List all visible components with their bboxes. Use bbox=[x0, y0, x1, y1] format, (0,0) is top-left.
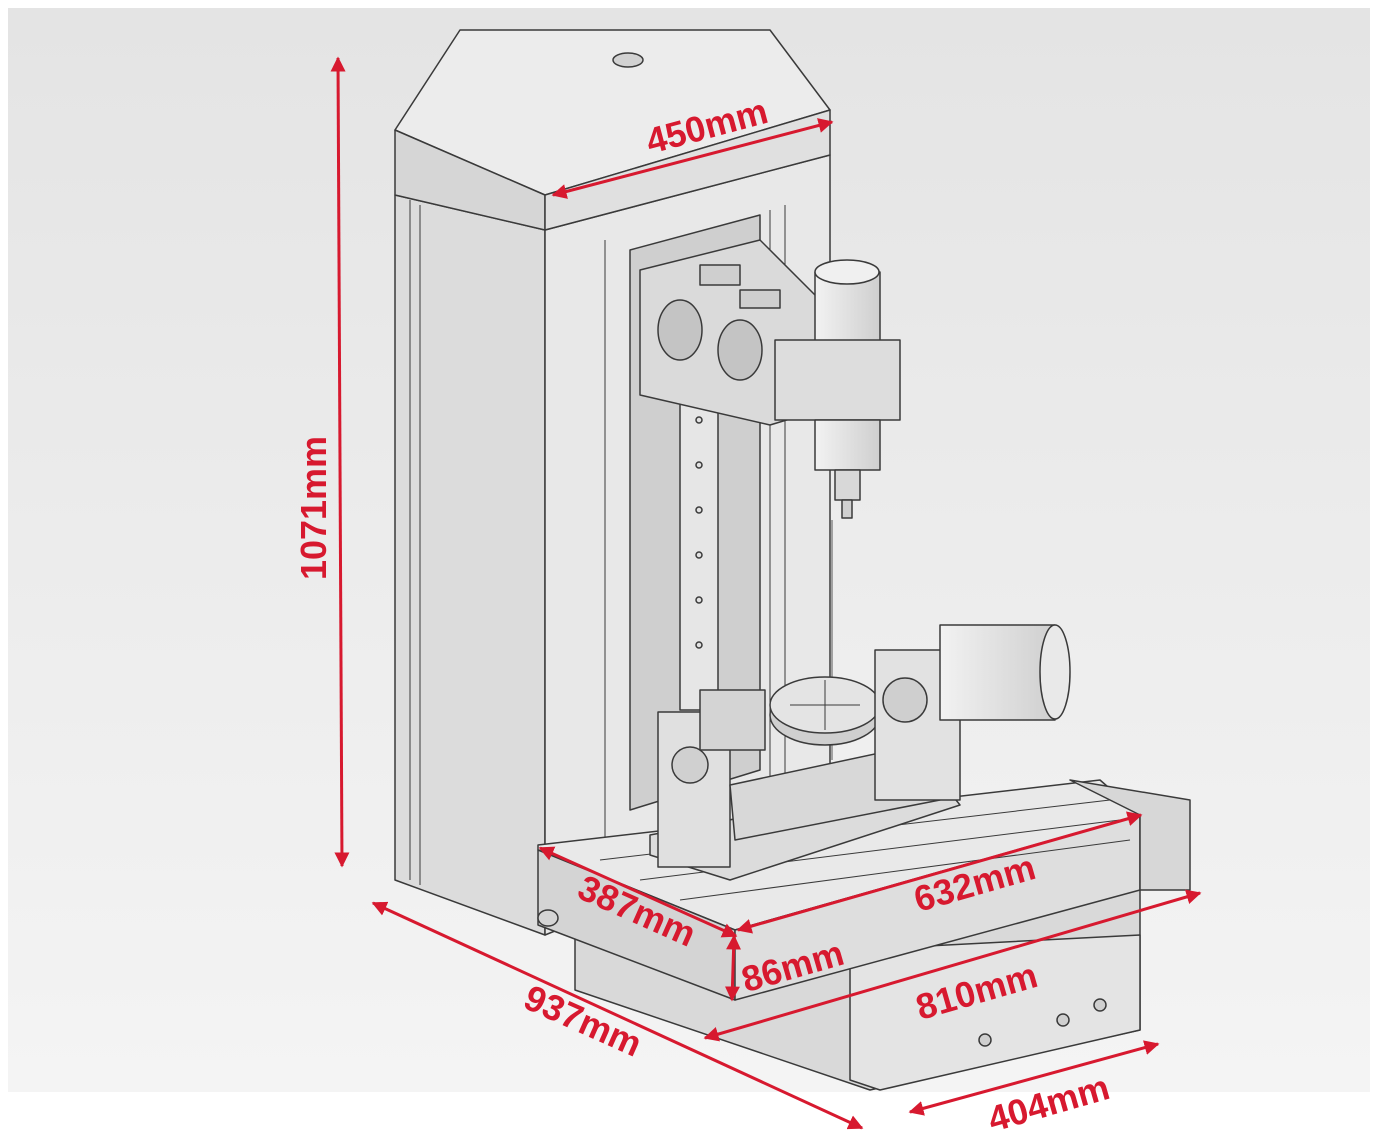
height-dimension-line bbox=[330, 56, 350, 868]
base-knob bbox=[537, 909, 559, 927]
table-thickness-dimension-line bbox=[724, 934, 742, 1002]
dimension-lines bbox=[330, 56, 1202, 1130]
rotary-motor bbox=[939, 624, 1056, 721]
spindle-clamp bbox=[774, 339, 901, 421]
top-width-dimension-line bbox=[551, 118, 834, 199]
machine-drawing bbox=[394, 29, 1191, 1091]
top-hole bbox=[612, 52, 644, 68]
height-label: 1071mm bbox=[293, 436, 334, 580]
z-axis-rail bbox=[679, 379, 719, 711]
spindle-nose bbox=[834, 469, 861, 501]
column-side-panel bbox=[394, 194, 546, 936]
overall-depth-dimension-line bbox=[371, 901, 864, 1130]
base-width-dimension-line bbox=[908, 1040, 1160, 1116]
